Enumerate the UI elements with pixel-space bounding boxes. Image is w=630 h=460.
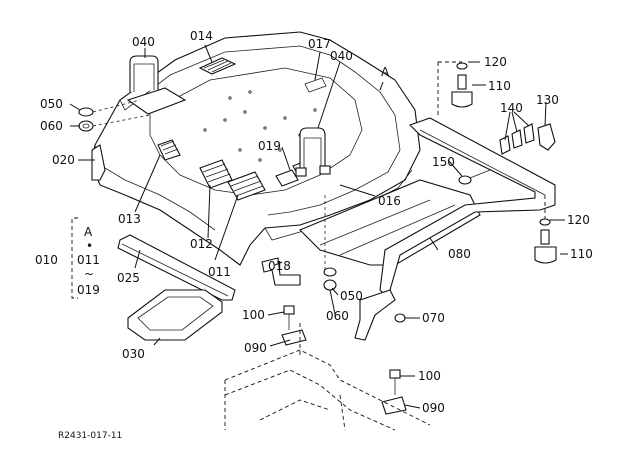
bracket-070 [354, 289, 406, 341]
label-020: 020 [52, 153, 75, 167]
label-080: 080 [448, 247, 471, 261]
group-label-dot: • [86, 239, 93, 253]
label-120-right: 120 [567, 213, 590, 227]
label-011: 011 [208, 265, 231, 279]
figure-code: R2431-017-11 [58, 431, 122, 441]
group-label-tilde: ~ [84, 267, 94, 281]
nuts-center [323, 195, 337, 291]
bolt-100-left [281, 305, 307, 346]
floor-plate [299, 179, 481, 266]
roof-canopy [91, 31, 421, 266]
label-014: 014 [190, 29, 213, 43]
label-100-right: 100 [418, 369, 441, 383]
label-040-left: 040 [132, 35, 155, 49]
lower-chassis [224, 320, 431, 431]
label-130: 130 [536, 93, 559, 107]
label-150: 150 [432, 155, 455, 169]
label-018: 018 [268, 259, 291, 273]
label-100-left: 100 [242, 308, 265, 322]
label-060-center: 060 [326, 309, 349, 323]
bracket-130 [537, 123, 556, 151]
frame-030 [127, 289, 223, 341]
label-017: 017 [308, 37, 331, 51]
label-019: 019 [258, 139, 281, 153]
group-label-019: 019 [77, 283, 100, 297]
label-025: 025 [117, 271, 140, 285]
side-trim-020 [91, 144, 106, 181]
mount-right [534, 218, 557, 264]
label-012: 012 [190, 237, 213, 251]
label-013: 013 [118, 212, 141, 226]
bolt-150 [458, 169, 491, 185]
part-labels: 040 014 017 040 A 050 060 020 013 012 01… [35, 29, 593, 415]
label-040-right: 040 [330, 49, 353, 63]
group-bracket [71, 217, 78, 299]
label-120-top: 120 [484, 55, 507, 69]
leader-lines [69, 44, 568, 409]
label-016: 016 [378, 194, 401, 208]
label-A: A [381, 65, 390, 79]
label-110-top: 110 [488, 79, 511, 93]
label-070: 070 [422, 311, 445, 325]
grab-handles [129, 55, 331, 177]
label-140: 140 [500, 101, 523, 115]
group-label-A: A [84, 225, 93, 239]
label-010: 010 [35, 253, 58, 267]
label-050-left: 050 [40, 97, 63, 111]
group-label-011: 011 [77, 253, 100, 267]
label-030: 030 [122, 347, 145, 361]
label-090-left: 090 [244, 341, 267, 355]
label-050-center: 050 [340, 289, 363, 303]
nuts-left [78, 99, 151, 132]
mount-top [451, 62, 473, 108]
label-090-right: 090 [422, 401, 445, 415]
label-060-left: 060 [40, 119, 63, 133]
label-110-right: 110 [570, 247, 593, 261]
